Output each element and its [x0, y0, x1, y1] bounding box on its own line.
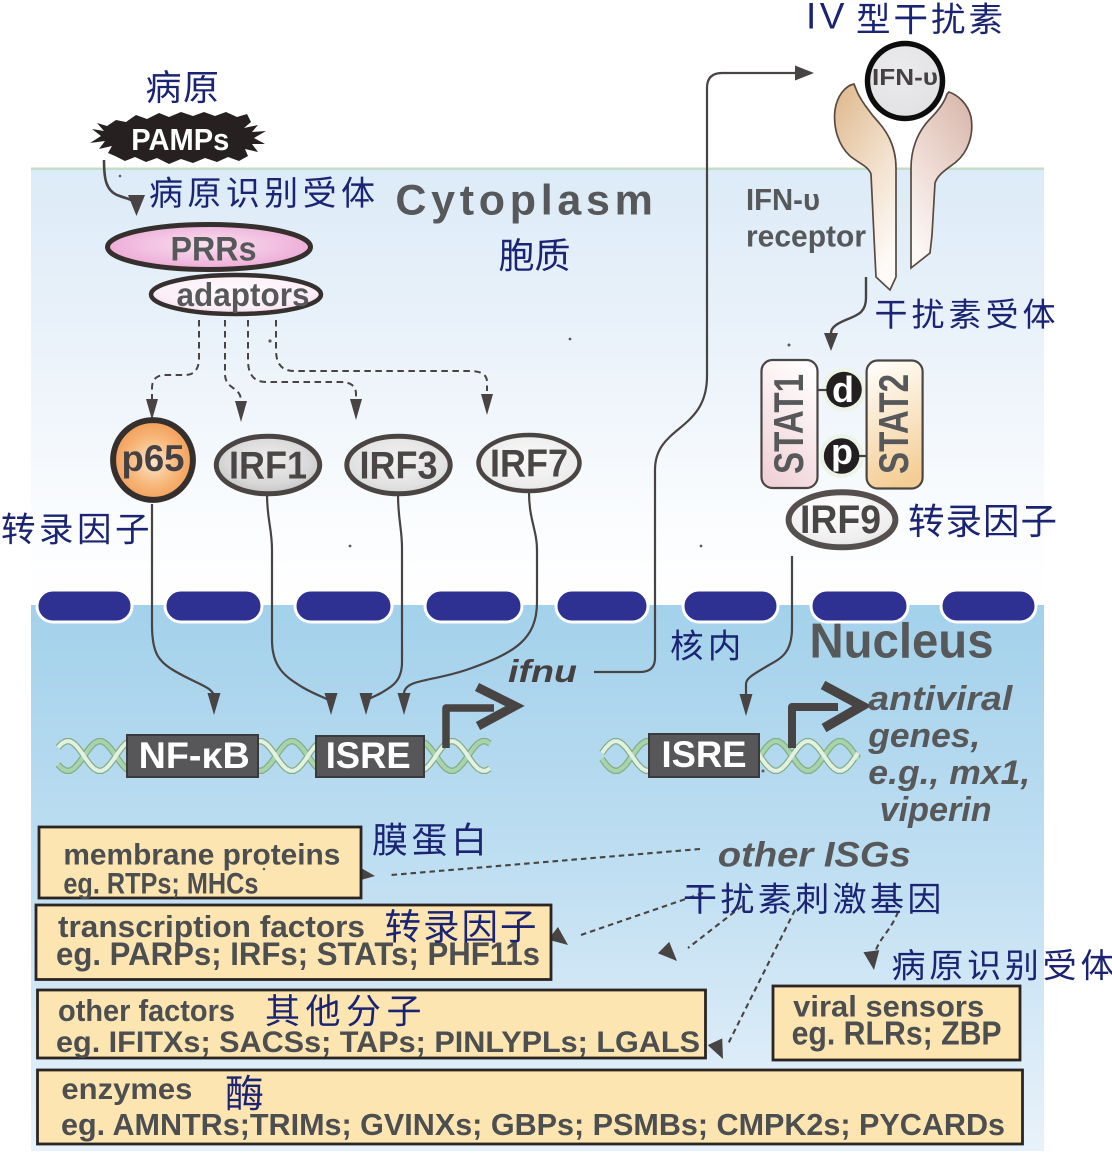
svg-text:ISRE: ISRE	[662, 733, 747, 775]
svg-text:eg. RLRs; ZBP: eg. RLRs; ZBP	[792, 1015, 1002, 1052]
svg-text:p: p	[831, 431, 853, 472]
svg-text:receptor: receptor	[746, 219, 866, 254]
svg-text:IV: IV	[806, 0, 848, 37]
svg-text:PRRs: PRRs	[171, 231, 257, 269]
svg-text:eg. RTPs; MHCs: eg. RTPs; MHCs	[63, 868, 258, 901]
svg-text:NF-κB: NF-κB	[139, 734, 250, 776]
svg-text:IRF7: IRF7	[490, 443, 568, 486]
svg-text:e.g., mx1,: e.g., mx1,	[868, 754, 1030, 792]
svg-text:Nucleus: Nucleus	[810, 615, 994, 669]
svg-text:IRF9: IRF9	[800, 498, 881, 542]
svg-text:other factors: other factors	[58, 993, 235, 1028]
svg-text:eg. PARPs; IRFs; STATs; PHF11s: eg. PARPs; IRFs; STATs; PHF11s	[56, 936, 540, 972]
svg-text:IFN-υ: IFN-υ	[872, 64, 938, 90]
svg-text:genes,: genes,	[867, 717, 980, 755]
svg-text:antiviral: antiviral	[868, 680, 1014, 718]
svg-text:p65: p65	[122, 438, 185, 479]
svg-text:Cytoplasm: Cytoplasm	[395, 177, 657, 225]
svg-text:ifnu: ifnu	[508, 653, 577, 689]
svg-text:enzymes: enzymes	[61, 1073, 192, 1106]
svg-text:ISRE: ISRE	[326, 734, 411, 776]
svg-text:IRF1: IRF1	[229, 445, 307, 488]
svg-text:d: d	[832, 369, 854, 410]
svg-text:STAT2: STAT2	[870, 374, 917, 474]
svg-text:adaptors: adaptors	[177, 276, 310, 313]
svg-text:eg. IFITXs; SACSs; TAPs; PINLY: eg. IFITXs; SACSs; TAPs; PINLYPLs; LGALS	[56, 1026, 700, 1059]
svg-text:STAT1: STAT1	[765, 374, 812, 474]
svg-text:IFN-υ: IFN-υ	[746, 182, 820, 217]
svg-text:other ISGs: other ISGs	[718, 835, 911, 875]
svg-text:viperin: viperin	[880, 791, 992, 829]
svg-text:IRF3: IRF3	[360, 445, 438, 488]
svg-text:eg. AMNTRs;TRIMs; GVINXs; GBPs: eg. AMNTRs;TRIMs; GVINXs; GBPs; PSMBs; C…	[61, 1107, 1005, 1142]
svg-text:PAMPs: PAMPs	[131, 122, 229, 157]
